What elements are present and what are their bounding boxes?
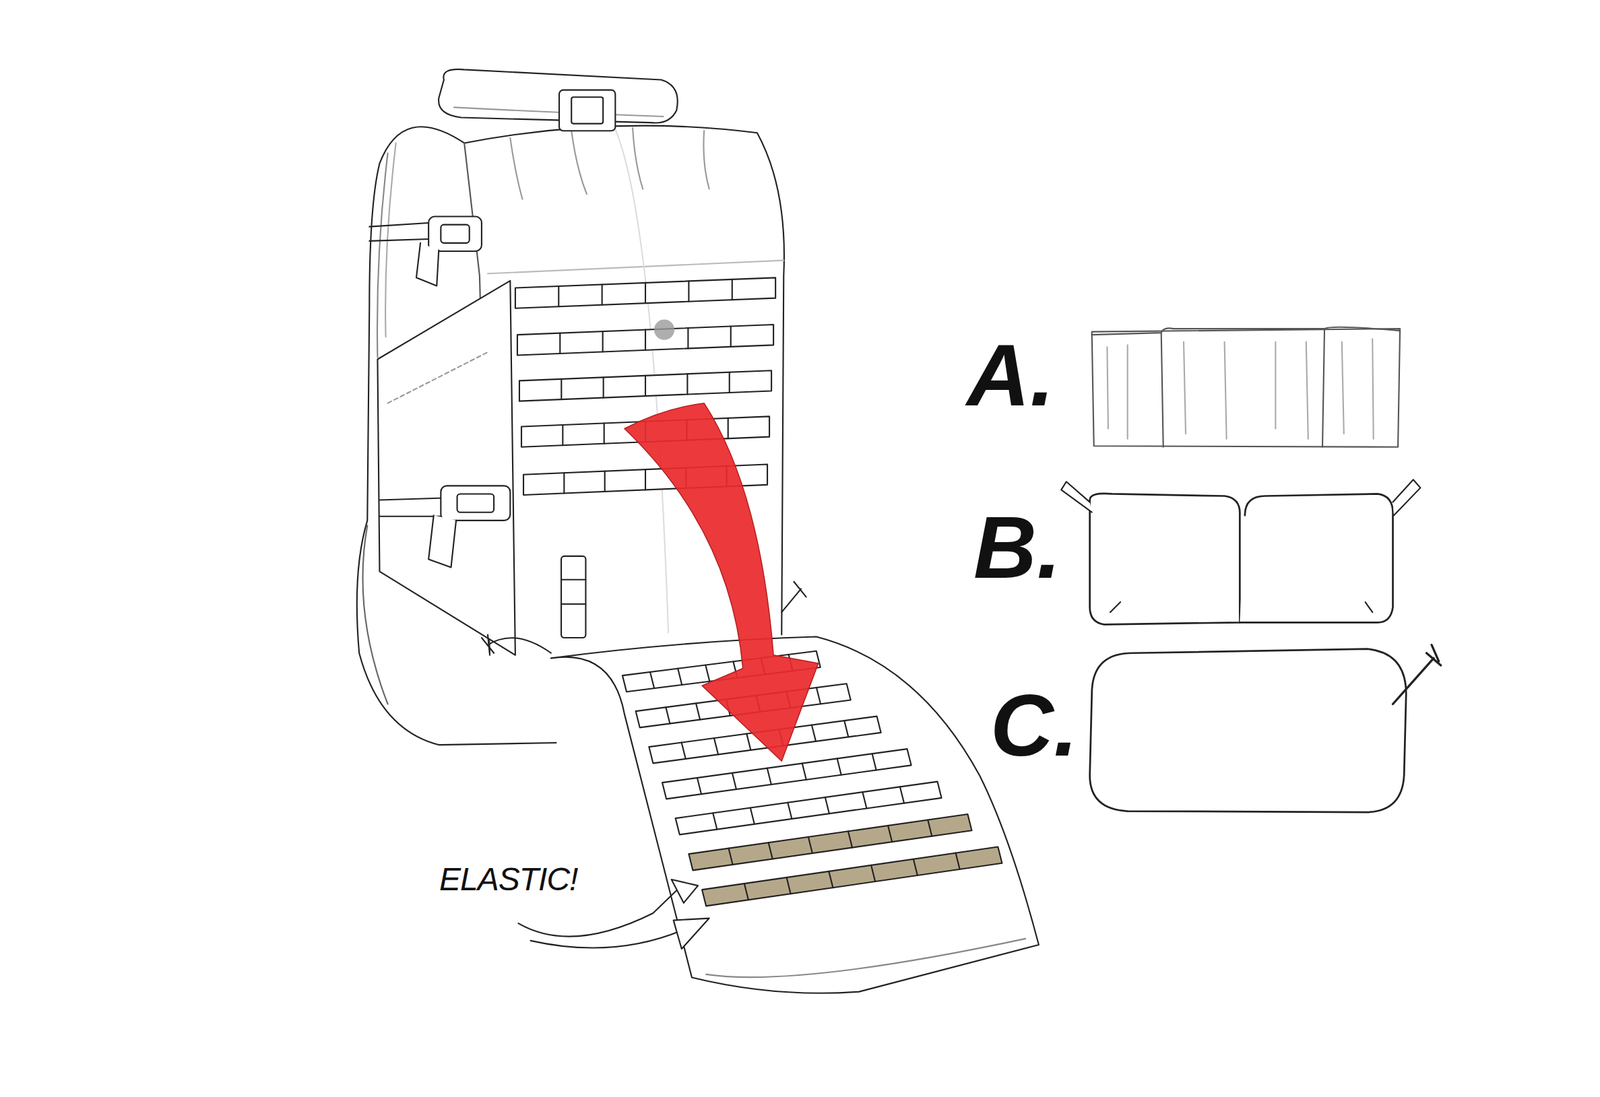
pouch-letter: B. [973,503,1062,592]
callout-note: ELASTIC! [439,863,578,896]
pouch-letter: A. [966,331,1055,420]
pouch-letter: C. [990,681,1078,770]
